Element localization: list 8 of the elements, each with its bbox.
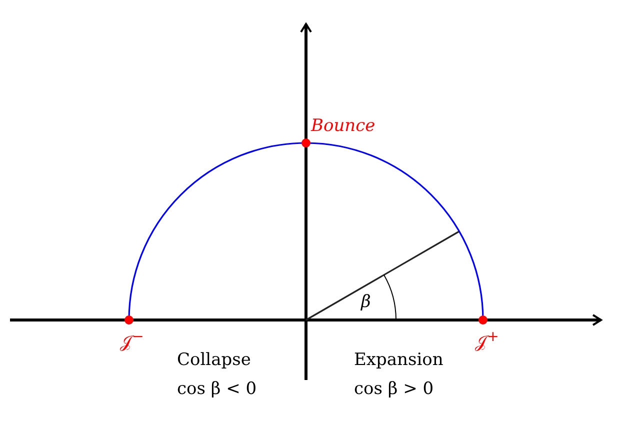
point-label: 𝒥$^{−}$ — [120, 328, 144, 353]
point-label: 𝒥$^{+}$ — [475, 328, 499, 353]
angle-label: β — [361, 292, 371, 312]
condition-label: cos β < 0 — [177, 379, 257, 399]
condition-label: cos β > 0 — [354, 379, 434, 399]
region-label: Expansion — [354, 350, 444, 370]
region-label: Collapse — [177, 350, 251, 370]
point-label: Bounce — [311, 116, 376, 136]
